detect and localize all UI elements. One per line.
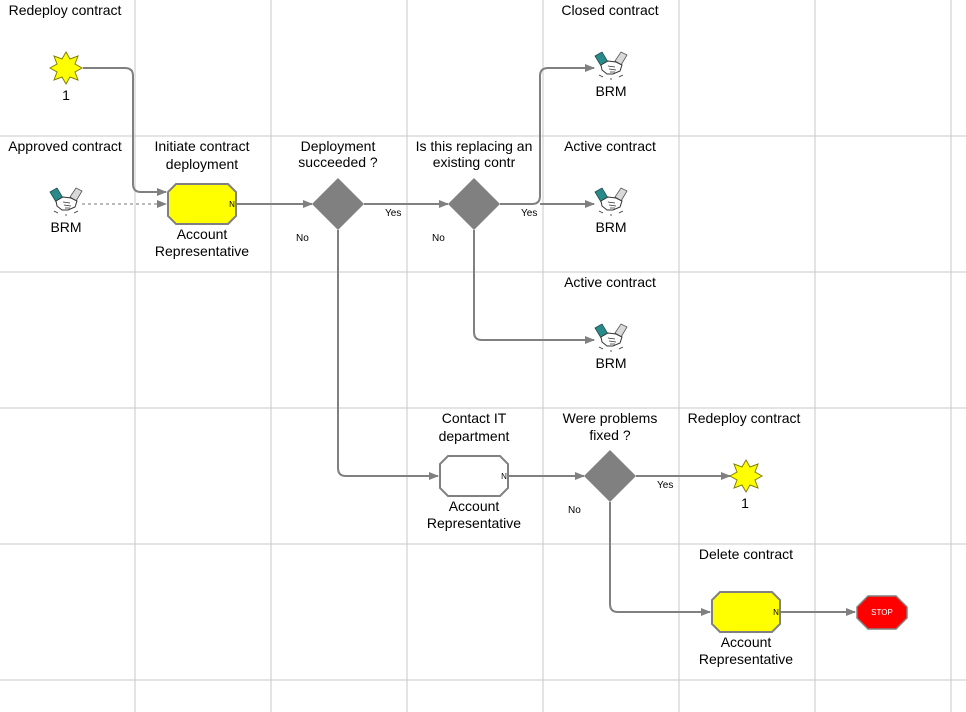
delete-marker: N <box>773 608 779 617</box>
delete-shape <box>711 591 781 633</box>
delete-title: Delete contract <box>699 546 793 562</box>
stop-octagon-icon <box>856 595 908 630</box>
handshake-icon <box>594 323 628 353</box>
redeploy-end-event[interactable]: Redeploy contract 1 <box>688 410 801 511</box>
problems-title-line2: fixed ? <box>589 427 630 443</box>
flow-redeploy-to-initiate <box>83 67 167 196</box>
brm-active2-title: Active contract <box>564 274 656 290</box>
start-event-star-icon <box>48 50 84 86</box>
brm-active2-label: BRM <box>595 355 626 371</box>
contact-shape <box>439 455 509 497</box>
deployment-no-label: No <box>296 233 309 244</box>
delete-role-line1: Account <box>721 634 772 650</box>
initiate-role-line2: Representative <box>155 243 249 259</box>
replacing-yes-label: Yes <box>521 208 537 219</box>
deployment-title-line1: Deployment <box>301 138 376 154</box>
contact-marker: N <box>501 472 507 481</box>
redeploy-start-number: 1 <box>62 87 70 103</box>
brm-closed-label: BRM <box>595 83 626 99</box>
redeploy-end-title: Redeploy contract <box>688 410 801 426</box>
brm-approved-title: Approved contract <box>8 138 122 154</box>
contact-title-line1: Contact IT <box>442 410 507 426</box>
activity-contact-it[interactable]: Contact IT department N Account Represen… <box>427 410 521 531</box>
brm-closed[interactable]: Closed contract BRM <box>561 2 658 99</box>
brm-active1-label: BRM <box>595 219 626 235</box>
gateway-problems-fixed[interactable]: Were problems fixed ? Yes No <box>563 410 674 516</box>
contact-role-line2: Representative <box>427 515 521 531</box>
end-event-star-icon <box>728 458 764 494</box>
redeploy-start-event[interactable]: Redeploy contract 1 <box>9 2 122 103</box>
initiate-role-line1: Account <box>177 226 228 242</box>
replacing-title-line2: existing contr <box>433 154 516 170</box>
activity-initiate-deployment[interactable]: Initiate contract deployment N Account R… <box>155 138 250 259</box>
initiate-title-line1: Initiate contract <box>155 138 250 154</box>
contact-title-line2: department <box>439 428 510 444</box>
delete-role-line2: Representative <box>699 651 793 667</box>
deployment-diamond <box>312 178 364 230</box>
problems-yes-label: Yes <box>657 480 673 491</box>
problems-no-label: No <box>568 505 581 516</box>
brm-approved[interactable]: Approved contract BRM <box>8 138 122 235</box>
flow-replacing-no <box>473 230 595 344</box>
activity-delete-contract[interactable]: Delete contract N Account Representative <box>699 546 793 667</box>
initiate-shape <box>167 183 237 225</box>
problems-title-line1: Were problems <box>563 410 658 426</box>
replacing-no-label: No <box>432 233 445 244</box>
redeploy-start-title: Redeploy contract <box>9 2 122 18</box>
stop-end-event[interactable]: STOP <box>856 595 908 630</box>
flow-problems-no <box>609 502 711 616</box>
replacing-title-line1: Is this replacing an <box>416 138 533 154</box>
handshake-icon <box>594 187 628 217</box>
brm-closed-title: Closed contract <box>561 2 658 18</box>
flow-deployment-no <box>337 230 439 480</box>
connectors <box>82 64 856 616</box>
gateway-replacing-existing[interactable]: Is this replacing an existing contr Yes … <box>416 138 538 244</box>
contact-role-line1: Account <box>449 498 500 514</box>
handshake-icon <box>594 51 628 81</box>
initiate-marker: N <box>229 200 235 209</box>
redeploy-end-number: 1 <box>741 495 749 511</box>
brm-active-1[interactable]: Active contract BRM <box>564 138 656 235</box>
initiate-title-line2: deployment <box>166 156 238 172</box>
problems-diamond <box>584 450 636 502</box>
brm-active1-title: Active contract <box>564 138 656 154</box>
brm-active-2[interactable]: Active contract BRM <box>564 274 656 371</box>
replacing-diamond <box>448 178 500 230</box>
brm-approved-label: BRM <box>50 219 81 235</box>
gateway-deployment-succeeded[interactable]: Deployment succeeded ? Yes No <box>296 138 401 244</box>
stop-label: STOP <box>871 608 893 617</box>
handshake-icon <box>49 187 83 217</box>
deployment-yes-label: Yes <box>385 208 401 219</box>
flow-replacing-yes-closed <box>500 64 595 205</box>
deployment-title-line2: succeeded ? <box>298 154 378 170</box>
